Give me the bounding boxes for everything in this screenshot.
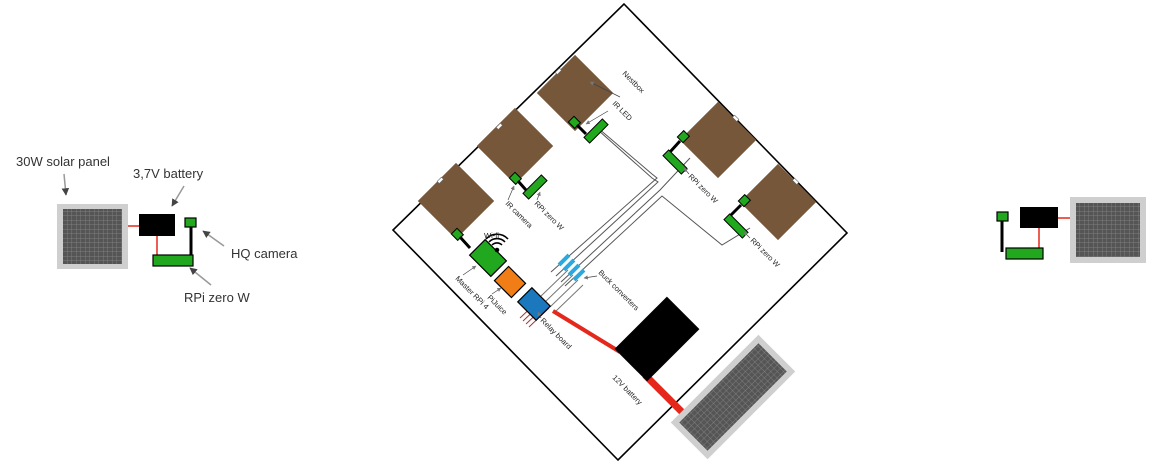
camera-left <box>184 217 197 228</box>
wifi-label: Wi-fi <box>484 231 499 240</box>
wire-battery-panel <box>642 372 688 418</box>
battery-right <box>1020 207 1058 228</box>
pijuice <box>493 265 527 299</box>
buck-converters <box>557 253 586 282</box>
camera-label: HQ camera <box>231 246 298 261</box>
rpi-label: RPi zero W <box>184 290 250 305</box>
camera-modules <box>450 115 752 250</box>
camera-arrow <box>202 230 225 247</box>
solar-panel-cells-left <box>63 209 122 264</box>
relay-board <box>516 286 552 322</box>
entry-holes <box>436 67 800 185</box>
battery-left <box>139 214 175 236</box>
wire-relay-battery <box>551 309 622 354</box>
solar-panel-main <box>670 334 796 460</box>
solar-panel-cells-right <box>1076 203 1140 257</box>
main-setup: Nestbox IR LED IR camera RPi zero W RPi … <box>391 2 849 462</box>
ir-camera-4 <box>676 129 691 144</box>
rpi-arrow <box>189 267 212 286</box>
ir-camera-5 <box>737 193 752 208</box>
wifi-icon <box>485 233 509 253</box>
camera-right <box>996 211 1009 222</box>
rpi-board-left <box>152 254 194 267</box>
right-setup <box>996 197 1146 263</box>
solar-panel-label: 30W solar panel <box>16 154 110 169</box>
rpi-board-right <box>1005 247 1044 260</box>
battery-12v <box>614 296 700 382</box>
rpi-zero-2 <box>522 174 548 200</box>
solar-panel-arrow <box>61 173 70 196</box>
rpi-zero-3 <box>583 118 609 144</box>
left-setup: 30W solar panel 3,7V battery HQ camera R… <box>16 154 298 305</box>
nestbox-3 <box>536 54 614 132</box>
battery-label: 3,7V battery <box>133 166 204 181</box>
battery-arrow <box>171 185 185 207</box>
